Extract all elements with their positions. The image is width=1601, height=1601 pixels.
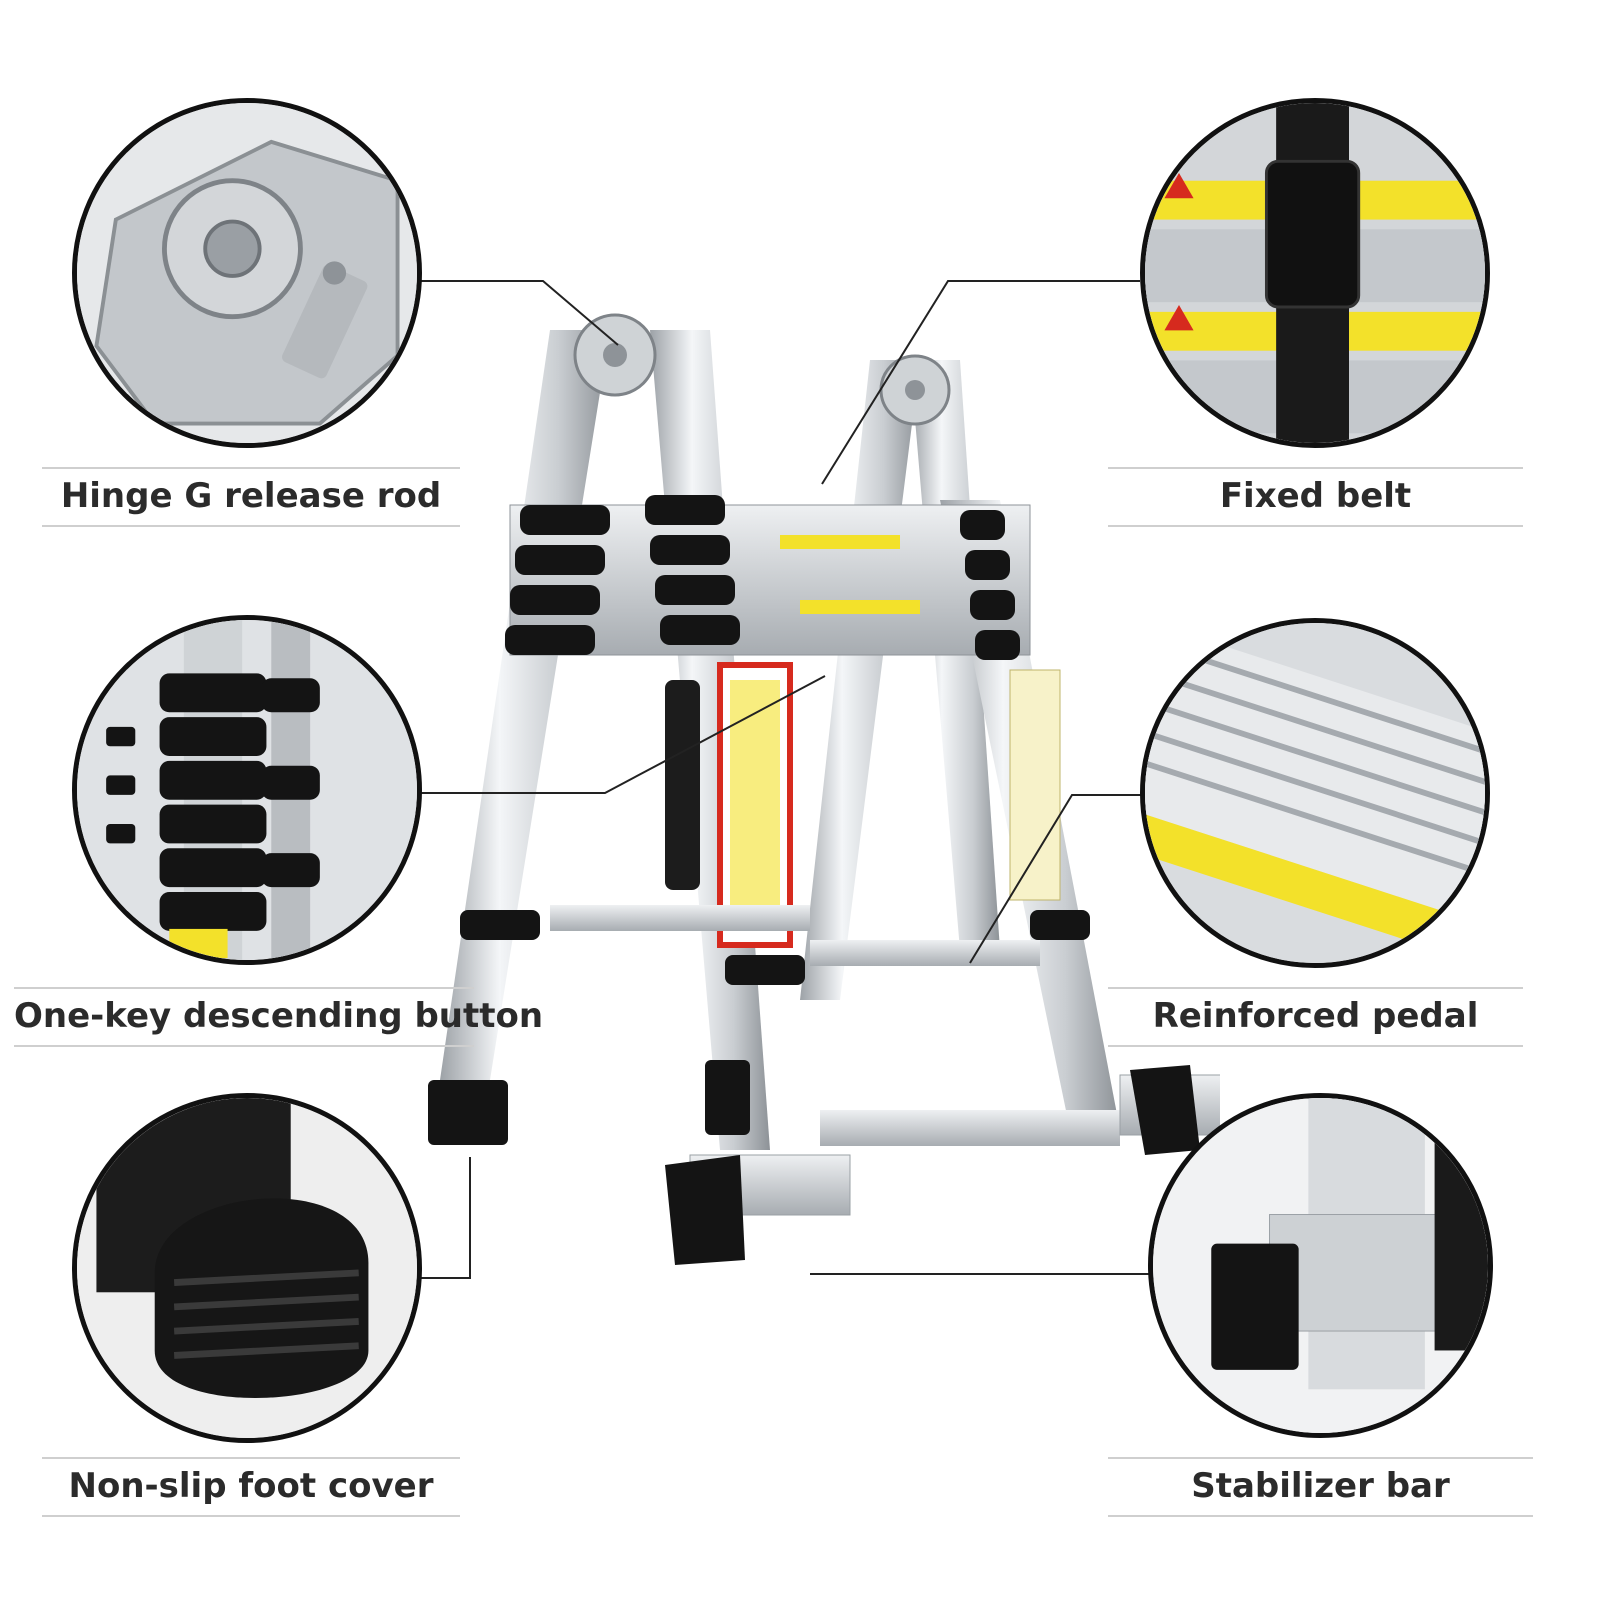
foot-rule-top [42, 1457, 460, 1459]
button-rule-bottom [14, 1045, 474, 1047]
button-rule-top [14, 987, 474, 989]
foot-rule-bottom [42, 1515, 460, 1517]
pedal-rule-bottom [1108, 1045, 1523, 1047]
belt-rule-top [1108, 467, 1523, 469]
stabilizer-detail-image [1153, 1098, 1488, 1433]
pedal-detail-image [1145, 623, 1485, 963]
hinge-rule-top [42, 467, 460, 469]
hinge-label: Hinge G release rod [60, 476, 442, 516]
belt-rule-bottom [1108, 525, 1523, 527]
telescopic-ladder-image [428, 313, 1220, 1265]
hinge-rule-bottom [42, 525, 460, 527]
belt-detail-image [1145, 103, 1485, 443]
pedal-rule-top [1108, 987, 1523, 989]
pedal-label: Reinforced pedal [1152, 996, 1479, 1036]
belt-label: Fixed belt [1219, 476, 1412, 516]
hinge-detail-circle [72, 98, 422, 448]
button-detail-circle [72, 615, 422, 965]
stabilizer-rule-bottom [1108, 1515, 1533, 1517]
button-detail-image [77, 620, 417, 960]
stabilizer-rule-top [1108, 1457, 1533, 1459]
stabilizer-label: Stabilizer bar [1191, 1466, 1450, 1506]
stabilizer-detail-circle [1148, 1093, 1493, 1438]
pedal-detail-circle [1140, 618, 1490, 968]
foot-label: Non-slip foot cover [68, 1466, 434, 1506]
foot-detail-image [77, 1098, 417, 1438]
hinge-detail-image [77, 103, 417, 443]
belt-detail-circle [1140, 98, 1490, 448]
button-label: One-key descending button [14, 996, 544, 1036]
foot-detail-circle [72, 1093, 422, 1443]
